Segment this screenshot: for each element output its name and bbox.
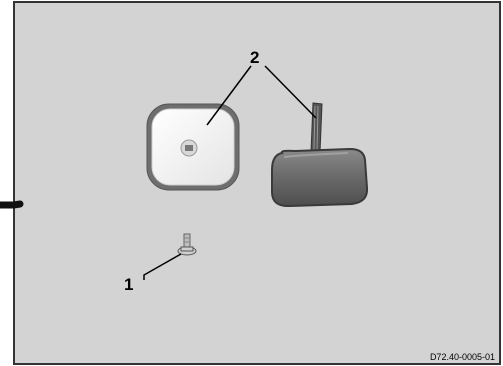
screw [177, 233, 197, 256]
cable [0, 200, 24, 209]
callout-2-leader-plate [206, 65, 252, 126]
callout-1-leader [143, 253, 182, 280]
callout-2-leader-cap [264, 65, 317, 119]
figure-reference-code: D72.40-0005-01 [430, 352, 495, 362]
cover-plate [146, 103, 240, 191]
background-panel [13, 1, 501, 365]
callout-label-2: 2 [250, 48, 259, 67]
callout-label-1: 1 [124, 275, 133, 294]
